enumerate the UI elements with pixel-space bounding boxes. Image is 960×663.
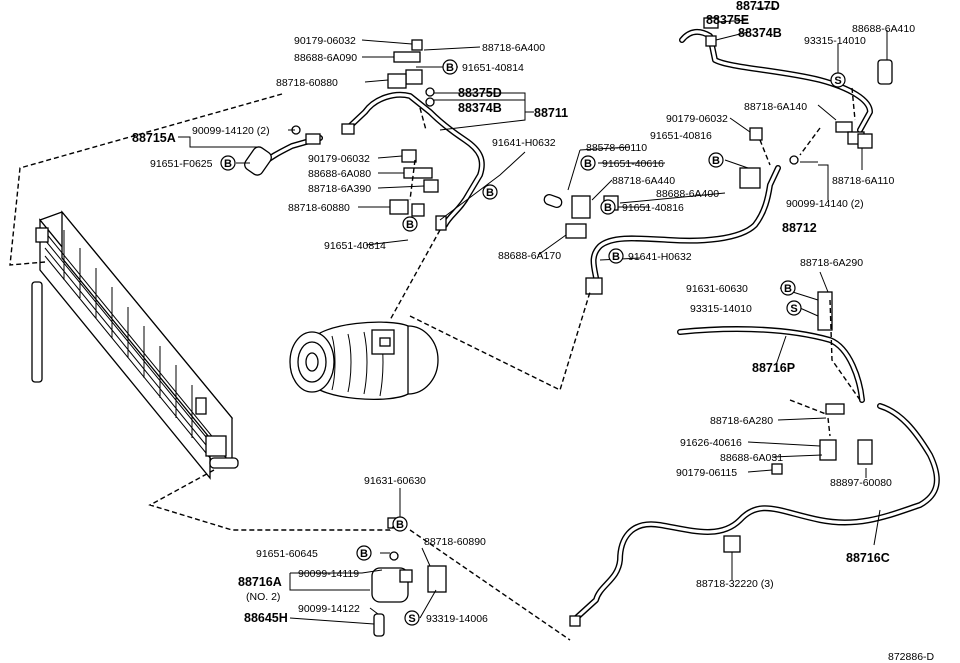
svg-text:B: B (712, 155, 720, 167)
label: 88718-6A290 (800, 257, 863, 269)
bolt-symbol: B (402, 216, 418, 232)
label: 88717D (736, 0, 780, 13)
svg-text:B: B (360, 548, 368, 560)
svg-text:B: B (584, 158, 592, 170)
bolt-symbol: B (608, 248, 624, 264)
label: 90099-14120 (2) (192, 125, 270, 137)
label: 88718-6A110 (832, 175, 894, 187)
svg-text:S: S (408, 613, 415, 625)
label: 90099-14122 (298, 603, 360, 615)
bolt-symbol: B (482, 184, 498, 200)
label: 93315-14010 (804, 35, 866, 47)
pipe-88716P (677, 326, 865, 403)
label: 90099-14140 (2) (786, 198, 864, 210)
condenser (31, 210, 239, 480)
svg-text:B: B (224, 158, 232, 170)
label: 88716A (238, 575, 282, 589)
label: 93315-14010 (690, 303, 752, 315)
label: 88718-6A280 (710, 415, 773, 427)
label: 88375D (458, 86, 502, 100)
label: 91651-40814 (462, 62, 524, 74)
label: 91651-F0625 (150, 158, 213, 170)
bolt-symbols: B B B B B B B B B B B S S S (220, 59, 846, 626)
label: 91651-40816 (622, 202, 684, 214)
bolt-symbol: B (580, 155, 596, 171)
compressor (289, 321, 439, 401)
stud-symbol: S (404, 610, 420, 626)
label: 90179-06032 (308, 153, 370, 165)
label: 88718-6A390 (308, 183, 371, 195)
pipe-88717D (679, 28, 873, 133)
label: 88718-60880 (276, 77, 338, 89)
part-labels: 90179-06032 88688-6A090 88718-6A400 9165… (132, 0, 935, 663)
svg-text:B: B (604, 202, 612, 214)
label: 90179-06115 (676, 467, 737, 479)
svg-text:B: B (406, 219, 414, 231)
label: 91631-60630 (364, 475, 426, 487)
label: 90179-06032 (666, 113, 728, 125)
stud-symbol: S (786, 300, 802, 316)
label: 90179-06032 (294, 35, 356, 47)
label: 88718-6A400 (482, 42, 545, 54)
svg-text:B: B (486, 187, 494, 199)
svg-text:B: B (784, 283, 792, 295)
label: 88688-6A031 (720, 452, 783, 464)
label: 88645H (244, 611, 288, 625)
svg-text:B: B (446, 62, 454, 74)
stud-symbol: S (830, 72, 846, 88)
bolt-symbol: B (392, 516, 408, 532)
svg-text:S: S (790, 303, 797, 315)
bolt-symbol: B (442, 59, 458, 75)
label: 88688-6A410 (852, 23, 915, 35)
pipe-88712 (590, 165, 781, 293)
bolt-symbol: B (708, 152, 724, 168)
bolt-symbol: B (780, 280, 796, 296)
label: 88375E (706, 13, 749, 27)
label: 88897-60080 (830, 477, 892, 489)
label: 88712 (782, 221, 817, 235)
label: (NO. 2) (246, 591, 280, 603)
label: 91626-40616 (680, 437, 742, 449)
label: 91631-60630 (686, 283, 748, 295)
label: 88718-60880 (288, 202, 350, 214)
label: 91651-40616 (602, 158, 664, 170)
label: 88688-6A170 (498, 250, 561, 262)
label: 88716P (752, 361, 795, 375)
bolt-symbol: B (356, 545, 372, 561)
label: 88715A (132, 131, 176, 145)
bolt-symbol: B (220, 155, 236, 171)
svg-text:B: B (396, 519, 404, 531)
label: 88374B (458, 101, 502, 115)
label: 90099-14119 (298, 568, 359, 580)
label: 91651-40816 (650, 130, 712, 142)
label: 88718-6A440 (612, 175, 675, 187)
label: 88716C (846, 551, 890, 565)
svg-text:B: B (612, 251, 620, 263)
small-parts (244, 17, 893, 637)
pipe-88716C (571, 403, 940, 623)
label: 88374B (738, 26, 782, 40)
label: 88718-6A140 (744, 101, 807, 113)
diagram-id: 872886-D (888, 651, 935, 663)
label: 91651-60645 (256, 548, 318, 560)
label: 88688-6A400 (656, 188, 719, 200)
bolt-symbol: B (600, 199, 616, 215)
svg-text:S: S (834, 75, 841, 87)
label: 91651-40814 (324, 240, 386, 252)
label: 93319-14006 (426, 613, 488, 625)
leader-lines (178, 7, 888, 625)
label: 88711 (534, 106, 568, 120)
label: 88718-32220 (3) (696, 578, 774, 590)
label: 91641-H0632 (492, 137, 556, 149)
label: 91641-H0632 (628, 251, 692, 263)
label: 88718-60890 (424, 536, 486, 548)
label: 88578-60110 (586, 142, 647, 154)
label: 88688-6A080 (308, 168, 371, 180)
label: 88688-6A090 (294, 52, 357, 64)
